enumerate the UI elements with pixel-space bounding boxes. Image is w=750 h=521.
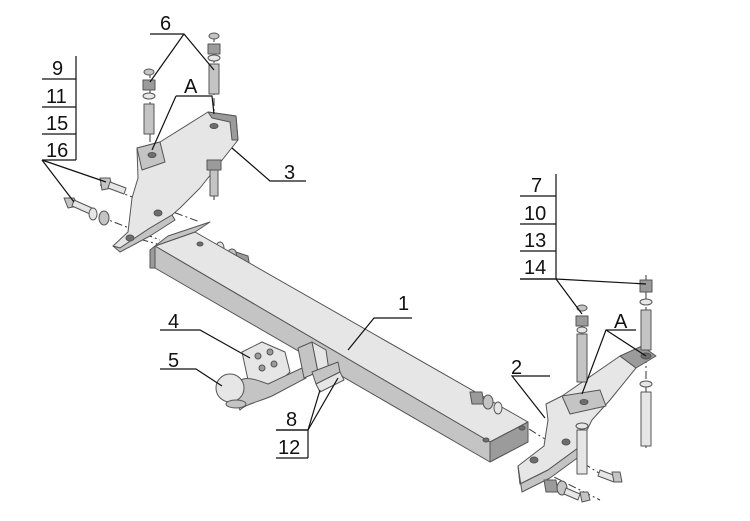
left-bracket: [112, 111, 239, 253]
callout-11: 11: [46, 86, 67, 108]
callout-5: 5: [168, 350, 179, 372]
callout-14: 14: [524, 257, 546, 279]
right-bracket: [517, 345, 657, 493]
callout-10: 10: [524, 203, 546, 225]
callout-12: 12: [278, 437, 300, 459]
callout-16: 16: [46, 140, 68, 162]
callout-13: 13: [524, 230, 546, 252]
right-callout-stack: 7 10 13 14: [520, 174, 557, 280]
callout-4: 4: [168, 311, 179, 333]
callout-1: 1: [398, 293, 409, 315]
bottom-callout-stack: 8 12: [276, 409, 309, 459]
callout-a-left: A: [184, 76, 198, 98]
right-bracket-bolts: [575, 279, 653, 475]
callout-a-right: A: [614, 311, 628, 333]
callout-7: 7: [531, 175, 542, 197]
ball-mount: [215, 341, 345, 411]
leader-lines: [41, 33, 647, 431]
main-crossbar: [149, 221, 529, 463]
callout-9: 9: [52, 58, 63, 80]
left-bracket-bolts: [142, 32, 222, 197]
callout-6: 6: [160, 13, 171, 35]
callout-8: 8: [286, 409, 297, 431]
callout-2: 2: [511, 357, 522, 379]
callout-15: 15: [46, 113, 68, 135]
callout-3: 3: [284, 162, 295, 184]
right-horizontal-bolts: [469, 391, 623, 503]
left-callout-stack: 9 11 15 16: [42, 56, 77, 162]
